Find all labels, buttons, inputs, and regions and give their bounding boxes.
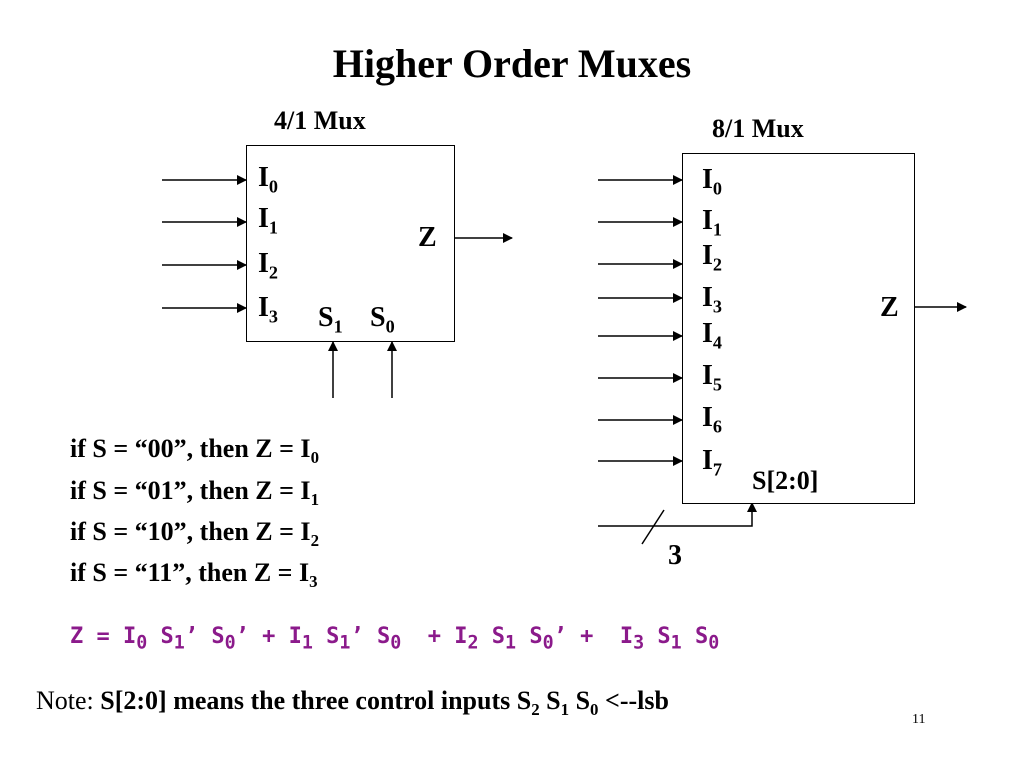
mux4-label: 4/1 Mux: [274, 106, 366, 135]
formula-term-0: I0 S1’ S0’ +: [122, 624, 289, 654]
mux4-box: [246, 145, 455, 342]
mux8-box: [682, 153, 915, 504]
mux4-input-1: I1: [258, 203, 278, 238]
mux8-select-bus: [598, 502, 757, 527]
mux8-input-2: I2: [702, 240, 722, 275]
mux8-input-3: I3: [702, 282, 722, 317]
bus-width-label: 3: [668, 540, 682, 571]
mux8-select-label: S[2:0]: [752, 466, 819, 495]
formula-term-3: I3 S1 S0: [619, 624, 720, 654]
mux8-label: 8/1 Mux: [712, 114, 804, 143]
condition-1: if S = “01”, then Z = I1: [70, 476, 320, 510]
page-number: 11: [912, 712, 926, 727]
condition-2: if S = “10”, then Z = I2: [70, 517, 320, 551]
mux8-input-7: I7: [702, 445, 722, 480]
mux8-output-label: Z: [880, 292, 899, 323]
mux8-input-5: I5: [702, 360, 722, 395]
mux4-input-3: I3: [258, 292, 278, 327]
condition-3: if S = “11”, then Z = I3: [70, 558, 318, 592]
mux4-input-0: I0: [258, 162, 278, 197]
mux4-select-s0: S0: [370, 302, 395, 337]
mux8-input-0: I0: [702, 164, 722, 199]
mux8-input-4: I4: [702, 318, 722, 353]
condition-0: if S = “00”, then Z = I0: [70, 434, 320, 468]
formula-term-1: I1 S1’ S0 +: [288, 624, 455, 654]
formula-term-2: I2 S1 S0’ +: [454, 624, 620, 654]
mux4-select-s1: S1: [318, 302, 343, 337]
mux8-input-1: I1: [702, 205, 722, 240]
bus-width-slash: [641, 509, 665, 545]
mux4-output-label: Z: [418, 222, 437, 253]
mux8-input-6: I6: [702, 402, 722, 437]
footnote: Note: S[2:0] means the three control inp…: [36, 686, 669, 720]
mux4-input-2: I2: [258, 248, 278, 283]
slide-title: Higher Order Muxes: [332, 41, 692, 86]
boolean-formula: Z = I0 S1’ S0’ + I1 S1’ S0 + I2 S1 S0’ +…: [70, 624, 720, 654]
